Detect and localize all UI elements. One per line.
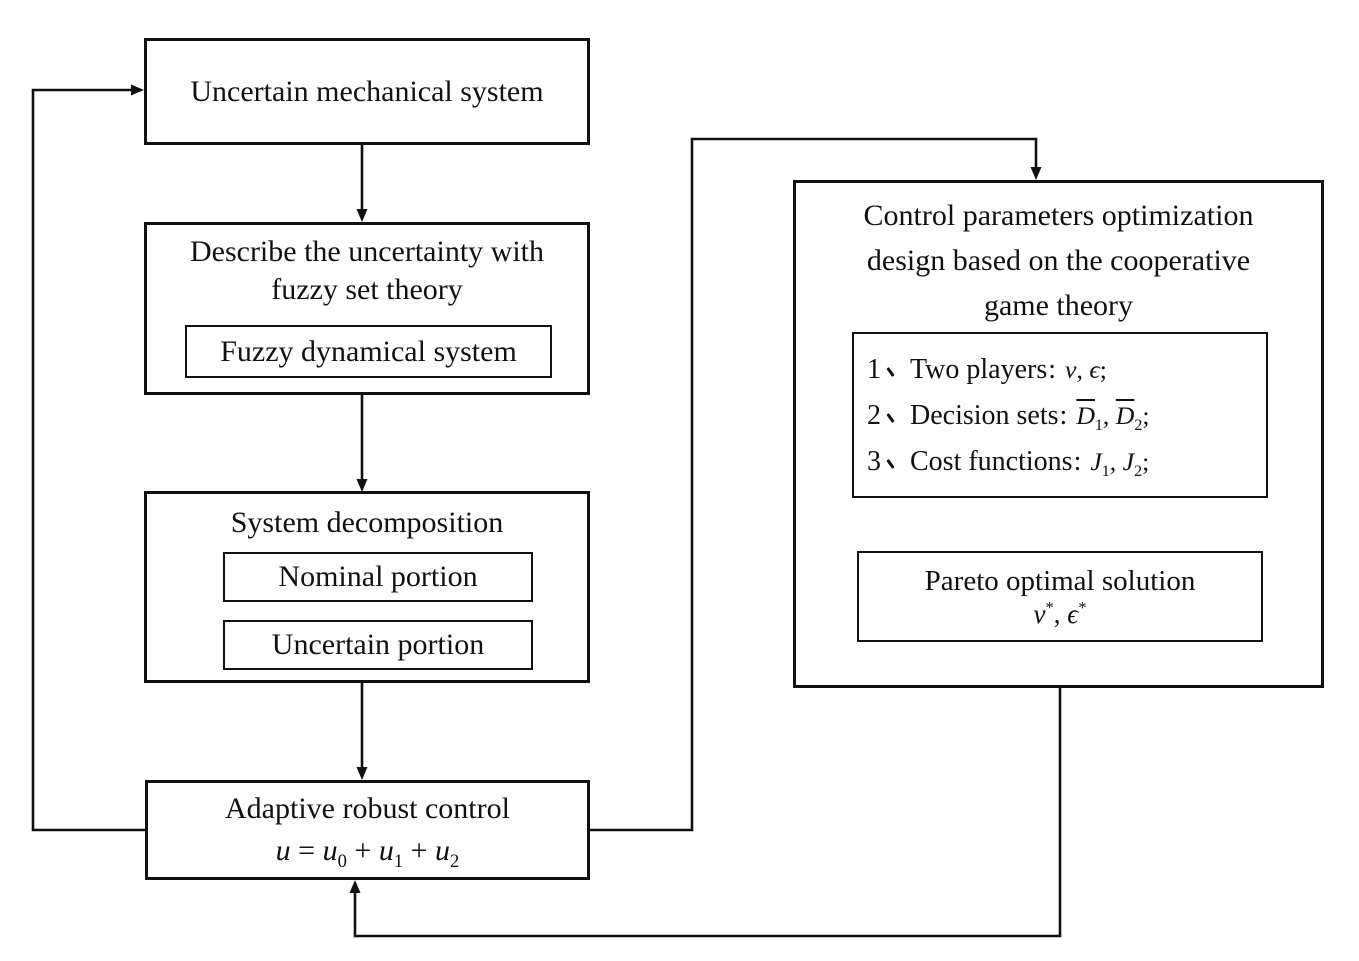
enumeration-comma xyxy=(886,365,897,378)
node-title-line: Control parameters optimization xyxy=(863,199,1254,232)
control-formula: u = u0 + u1 + u2 xyxy=(275,834,460,872)
wire-pareto-feedback xyxy=(353,639,1062,938)
arrowhead-into-describe xyxy=(356,209,368,222)
list-item-number: 3 xyxy=(867,445,881,477)
arrowhead-into-uncertain-system xyxy=(131,84,144,96)
arrowhead-into-control-bottom xyxy=(349,880,361,893)
arrowhead-into-decomposition xyxy=(356,479,368,492)
node-title: Adaptive robust control xyxy=(225,792,510,825)
node-title-line: game theory xyxy=(983,289,1134,322)
node-title-line: Describe the uncertainty with xyxy=(189,235,545,268)
node-label: Uncertain portion xyxy=(271,628,485,661)
pareto-symbols: ν*, ϵ* xyxy=(1033,598,1087,629)
node-label: Nominal portion xyxy=(278,560,478,593)
node-fuzzy-dynamical-system: Fuzzy dynamical system xyxy=(185,325,552,378)
node-uncertain-portion: Uncertain portion xyxy=(223,620,533,670)
list-item-number: 1 xyxy=(867,353,881,385)
list-item-cost-functions: 3 Cost functions:J1, J2; xyxy=(867,445,1150,480)
node-title-line: fuzzy set theory xyxy=(271,273,463,306)
node-adaptive-robust-control: Adaptive robust control u = u0 + u1 + u2 xyxy=(145,780,590,880)
node-title: System decomposition xyxy=(230,506,504,539)
wire-left-feedback xyxy=(31,88,146,832)
node-label: Fuzzy dynamical system xyxy=(220,334,517,368)
node-game-elements-list: 1 Two players:ν, ϵ; 2 Decision sets:D1, D2… xyxy=(852,332,1268,498)
enumeration-comma xyxy=(886,457,897,470)
node-title-line: design based on the cooperative xyxy=(866,244,1251,277)
list-item-two-players: 1 Two players:ν, ϵ; xyxy=(867,353,1107,386)
list-item-text: Decision sets:D1, D2; xyxy=(910,399,1150,434)
node-title: Pareto optimal solution xyxy=(924,565,1196,597)
list-item-number: 2 xyxy=(867,399,881,431)
node-label: Uncertain mechanical system xyxy=(190,74,544,108)
node-nominal-portion: Nominal portion xyxy=(223,552,533,602)
list-item-decision-sets: 2 Decision sets:D1, D2; xyxy=(867,399,1150,434)
arrowhead-into-control xyxy=(356,767,368,780)
wire-control-to-game-box xyxy=(588,137,1038,832)
node-pareto-optimal-solution: Pareto optimal solution ν*, ϵ* xyxy=(857,551,1263,642)
list-item-text: Cost functions:J1, J2; xyxy=(910,445,1150,480)
arrowhead-into-game-box xyxy=(1030,167,1042,180)
node-uncertain-mechanical-system: Uncertain mechanical system xyxy=(144,38,590,145)
list-item-text: Two players:ν, ϵ; xyxy=(910,353,1107,385)
enumeration-comma xyxy=(886,411,897,424)
